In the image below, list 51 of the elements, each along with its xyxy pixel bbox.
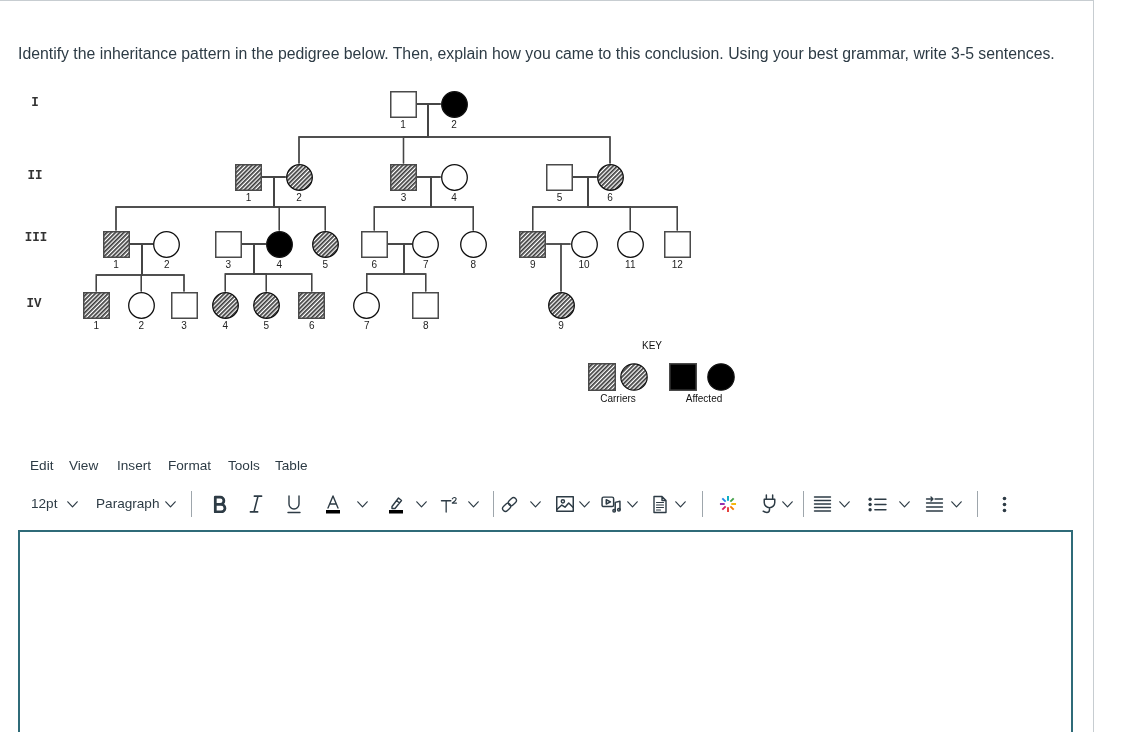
individual-number: 4 — [222, 319, 229, 331]
descent-line — [253, 243, 313, 293]
question-prompt: Identify the inheritance pattern in the pedigree below. Then, explain how you came to this conclusion. Using your best grammar, write 3-5 sentences. — [18, 45, 1055, 63]
individual-number: 8 — [422, 319, 429, 331]
individual-number: 2 — [451, 118, 457, 130]
legend-label: Affected — [685, 393, 723, 405]
descent-line — [403, 243, 427, 293]
font-size-label: 12pt — [31, 496, 58, 512]
individual-number: 7 — [422, 258, 429, 270]
menu-item: Table — [275, 458, 308, 474]
generation-label: II — [27, 168, 43, 184]
individual-number: 1 — [113, 258, 119, 270]
individual-number: 5 — [556, 191, 563, 203]
generation-label: III — [24, 230, 48, 246]
descent-line — [560, 243, 572, 293]
individual-number: 5 — [322, 258, 329, 270]
menu-item: Edit — [30, 458, 54, 474]
individual-number: 12 — [671, 258, 683, 270]
individual-number: 3 — [181, 319, 187, 331]
menu-item: Tools — [228, 458, 260, 474]
descent-line — [141, 243, 185, 293]
descent-line — [273, 176, 326, 232]
generation-label: IV — [26, 296, 42, 312]
individual-number: 2 — [296, 191, 302, 203]
individual-number: 5 — [263, 319, 270, 331]
legend-label: Carriers — [600, 393, 636, 405]
individual-number: 3 — [400, 191, 407, 203]
individual-number: 4 — [451, 191, 457, 203]
menu-item: View — [69, 458, 99, 474]
individual-number: 6 — [308, 319, 315, 331]
individual-number: 9 — [558, 319, 564, 331]
individual-number: 6 — [371, 258, 378, 270]
individual-number: 7 — [363, 319, 370, 331]
menu-item: Insert — [117, 458, 151, 474]
legend-heading: KEY — [642, 340, 662, 352]
individual-number: 2 — [163, 258, 170, 270]
individual-number: 10 — [578, 258, 590, 270]
paragraph-style-label: Paragraph — [96, 496, 160, 512]
descent-line — [430, 176, 474, 232]
generation-label: I — [31, 95, 39, 111]
individual-number: 1 — [400, 118, 406, 130]
individual-number: 1 — [93, 319, 100, 331]
menu-item: Format — [168, 458, 212, 474]
individual-number: 9 — [529, 258, 536, 270]
individual-number: 8 — [470, 258, 477, 270]
individual-number: 6 — [607, 191, 613, 203]
individual-number: 4 — [276, 258, 283, 270]
individual-number: 2 — [138, 319, 145, 331]
individual-number: 11 — [625, 258, 636, 270]
individual-number: 1 — [245, 191, 252, 203]
individual-number: 3 — [225, 258, 232, 270]
